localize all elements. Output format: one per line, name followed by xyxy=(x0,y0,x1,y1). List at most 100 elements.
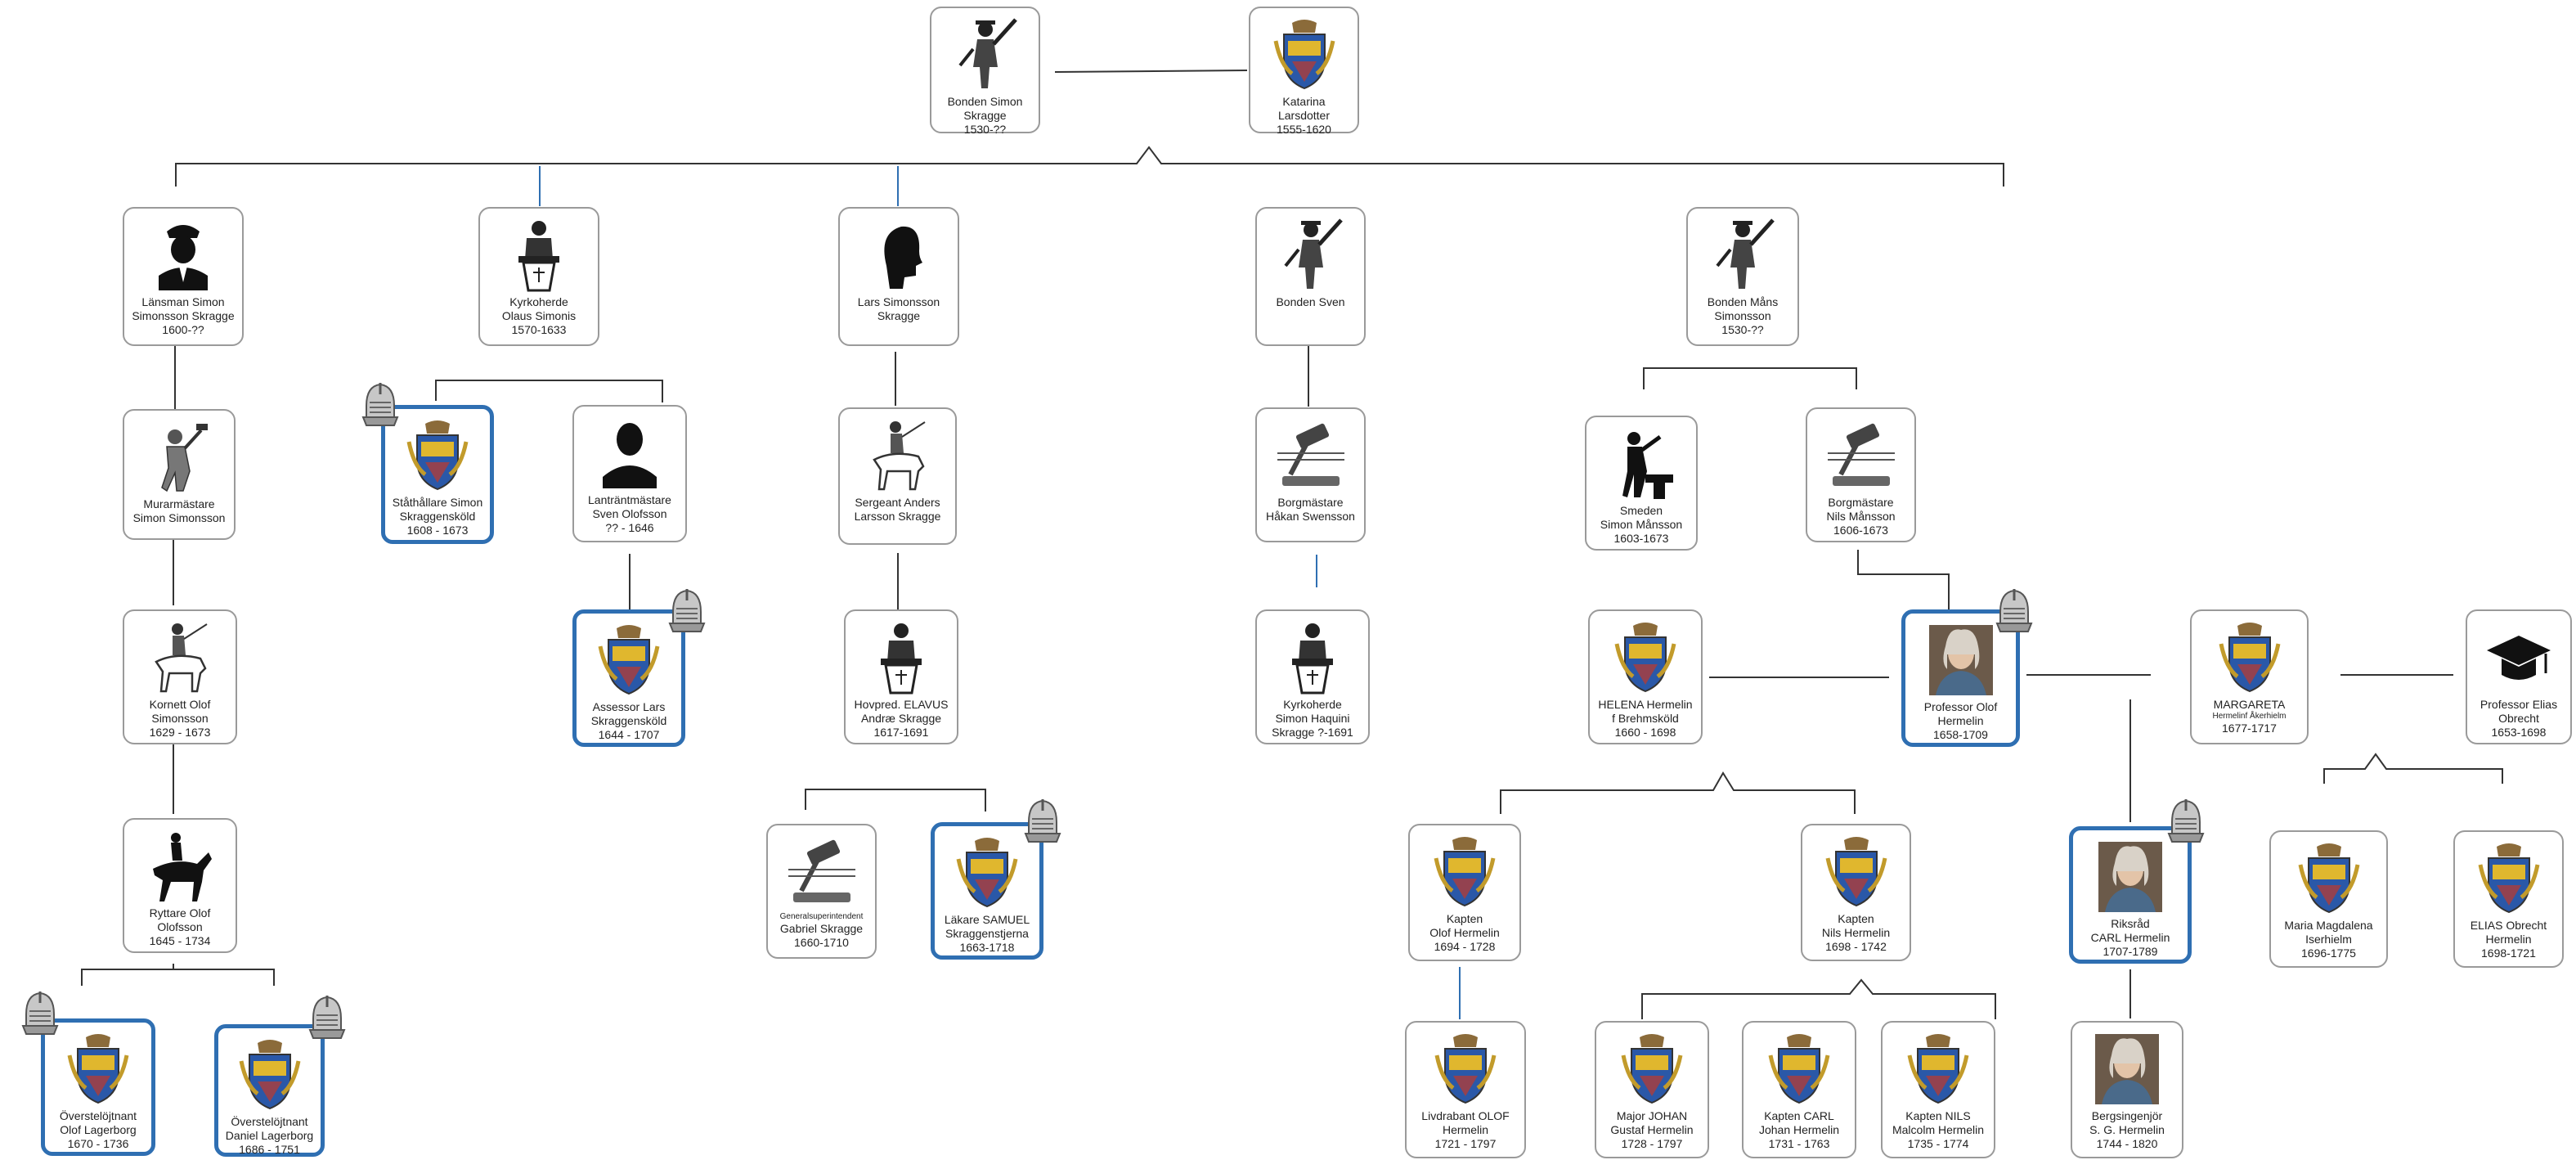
coat-of-arms-icon xyxy=(1429,1031,1502,1106)
graduation-cap-icon xyxy=(2482,619,2556,695)
coat-of-arms-icon xyxy=(950,834,1024,910)
person-label-line: S. G. Hermelin xyxy=(2089,1123,2165,1136)
person-label-line: Hermelin xyxy=(1442,1123,1488,1136)
person-label-line: Riksråd xyxy=(2111,917,2150,930)
person-card-bonden-sven[interactable]: Bonden Sven xyxy=(1255,207,1366,346)
person-label-line: Läkare SAMUEL xyxy=(944,913,1030,926)
person-label-line: Obrecht xyxy=(2498,712,2539,725)
person-label-line: Hovpred. ELAVUS xyxy=(854,698,949,711)
person-label-line: Skragge xyxy=(877,309,921,322)
person-label-line: Simonsson Skragge xyxy=(132,309,235,322)
person-label-line: Ryttare Olof xyxy=(149,906,211,919)
knight-helmet-icon xyxy=(1022,798,1063,843)
person-label-line: 1530-?? xyxy=(1721,323,1764,336)
mounted-soldier-icon xyxy=(861,417,935,492)
person-label-line: 1608 - 1673 xyxy=(406,524,469,537)
person-label-line: ?? - 1646 xyxy=(605,521,654,534)
person-label-line: Bonden Måns xyxy=(1707,295,1779,308)
preacher-at-pulpit-icon xyxy=(502,217,576,292)
person-silhouette-icon xyxy=(593,415,666,490)
person-label-line: 1606-1673 xyxy=(1833,524,1888,537)
person-label-line: Simonsson xyxy=(151,712,209,725)
person-label-line: Kapten xyxy=(1838,912,1874,925)
person-label-line: Larsson Skragge xyxy=(854,510,941,523)
person-label-line: 1744 - 1820 xyxy=(2096,1137,2158,1150)
person-label-line: Hermelin xyxy=(2485,933,2532,946)
coat-of-arms-icon xyxy=(1762,1031,1836,1106)
head-silhouette-icon xyxy=(862,217,936,292)
portrait-icon xyxy=(2094,839,2167,914)
person-label-line: 1600-?? xyxy=(162,323,204,336)
person-label-line: Nils Månsson xyxy=(1826,510,1896,523)
person-label-line: Daniel Lagerborg xyxy=(225,1129,314,1142)
knight-helmet-icon xyxy=(360,381,401,427)
person-label-line: Skraggensköld xyxy=(590,714,667,727)
person-label-line: 1707-1789 xyxy=(2103,945,2158,958)
person-label-line: MARGARETA xyxy=(2213,698,2286,711)
person-label-line: 1603-1673 xyxy=(1613,532,1669,545)
person-label-line: Professor Olof xyxy=(1923,700,1998,713)
person-label-line: Hermelin xyxy=(1937,714,1984,727)
gavel-icon xyxy=(1274,417,1348,492)
coat-of-arms-icon xyxy=(2213,619,2287,695)
person-label-line: Major JOHAN xyxy=(1616,1109,1688,1122)
person-label-line: Johan Hermelin xyxy=(1758,1123,1840,1136)
coat-of-arms-icon xyxy=(1428,834,1501,909)
person-label-line: 1721 - 1797 xyxy=(1434,1137,1497,1150)
farmer-with-flail-icon xyxy=(1274,217,1348,292)
person-label-line: Bonden Simon xyxy=(947,95,1023,108)
horse-rider-icon xyxy=(143,828,217,903)
uniformed-officer-icon xyxy=(146,217,220,292)
person-label-line: Simon Haquini xyxy=(1275,712,1350,725)
preacher-at-pulpit-icon xyxy=(864,619,938,695)
person-label-line: Olof Lagerborg xyxy=(60,1123,137,1136)
person-label-line: Kyrkoherde xyxy=(509,295,568,308)
person-label-line: 1694 - 1728 xyxy=(1434,940,1496,953)
